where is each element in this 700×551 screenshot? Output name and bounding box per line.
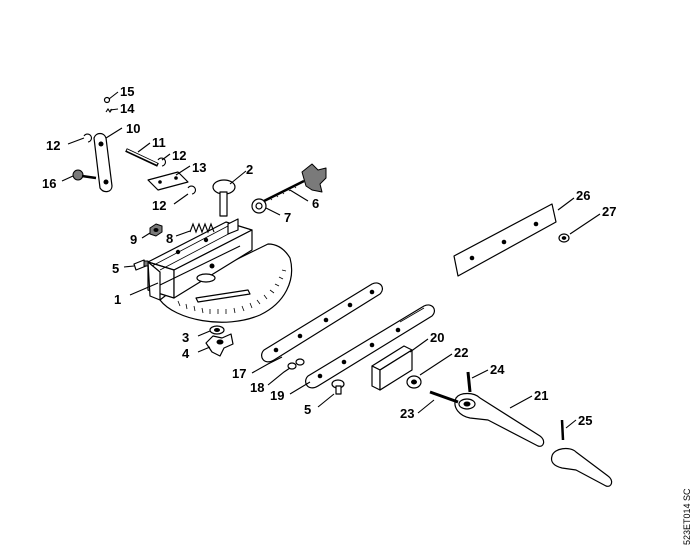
part-15-ball <box>103 96 111 104</box>
callout-24: 24 <box>490 362 505 377</box>
callout-22: 22 <box>454 345 468 360</box>
part-21-clamp-lever <box>454 392 545 447</box>
part-2-knob <box>212 179 236 217</box>
part-13-plate <box>147 171 189 191</box>
callout-23: 23 <box>400 406 414 421</box>
callout-20: 20 <box>430 330 444 345</box>
callout-labels: 1 2 3 4 5 5 6 7 8 9 10 11 12 12 12 13 14… <box>42 84 616 428</box>
callout-5-upper: 5 <box>112 261 119 276</box>
callout-10: 10 <box>126 121 140 136</box>
callout-9: 9 <box>130 232 137 247</box>
callout-11: 11 <box>152 135 166 150</box>
callout-12-left: 12 <box>46 138 60 153</box>
part-3-washer <box>209 325 225 335</box>
callout-16: 16 <box>42 176 56 191</box>
callout-3: 3 <box>182 330 189 345</box>
callout-2: 2 <box>246 162 253 177</box>
part-16-screw <box>72 169 97 181</box>
callout-1: 1 <box>114 292 121 307</box>
part-20-block <box>371 345 413 391</box>
part-23-bolt <box>429 390 459 404</box>
callout-17: 17 <box>232 366 246 381</box>
part-14-spring-pin <box>105 108 113 113</box>
callout-5-lower: 5 <box>304 402 311 417</box>
drawing-code: 523ET014 SC <box>682 488 692 545</box>
part-6-rod-with-knob <box>263 163 327 203</box>
part-11-pin <box>125 148 159 167</box>
callout-18: 18 <box>250 380 264 395</box>
callout-15: 15 <box>120 84 134 99</box>
part-12-clip-b <box>157 157 166 167</box>
callout-14: 14 <box>120 101 135 116</box>
part-18-washers <box>287 358 305 370</box>
part-5-screw-upper <box>133 259 149 271</box>
callout-12-low: 12 <box>152 198 166 213</box>
callout-25: 25 <box>578 413 592 428</box>
part-7-collar <box>251 198 267 214</box>
callout-27: 27 <box>602 204 616 219</box>
part-1-miter-gauge-body <box>147 218 293 323</box>
part-17-long-plate <box>261 282 384 363</box>
part-27-washer <box>558 233 570 243</box>
part-9-nut <box>149 223 163 237</box>
part-10-bracket <box>93 132 113 193</box>
part-8-spring <box>189 222 215 234</box>
part-19-long-plate <box>305 304 436 389</box>
part-12-clip-c <box>187 185 196 195</box>
part-26-fence-plate <box>453 203 557 277</box>
callout-4: 4 <box>182 346 190 361</box>
callout-8: 8 <box>166 231 173 246</box>
part-5-screw-lower <box>331 379 345 395</box>
part-25-lever <box>550 419 613 487</box>
callout-19: 19 <box>270 388 284 403</box>
callout-21: 21 <box>534 388 548 403</box>
leader-lines <box>61 91 601 429</box>
callout-7: 7 <box>284 210 291 225</box>
part-12-clip-a <box>83 133 92 143</box>
callout-6: 6 <box>312 196 319 211</box>
callout-26: 26 <box>576 188 590 203</box>
part-22-washer <box>406 375 422 389</box>
callout-12-mid: 12 <box>172 148 186 163</box>
part-4-wing-nut <box>205 333 234 357</box>
part-24-pin <box>466 371 472 393</box>
callout-13: 13 <box>192 160 206 175</box>
